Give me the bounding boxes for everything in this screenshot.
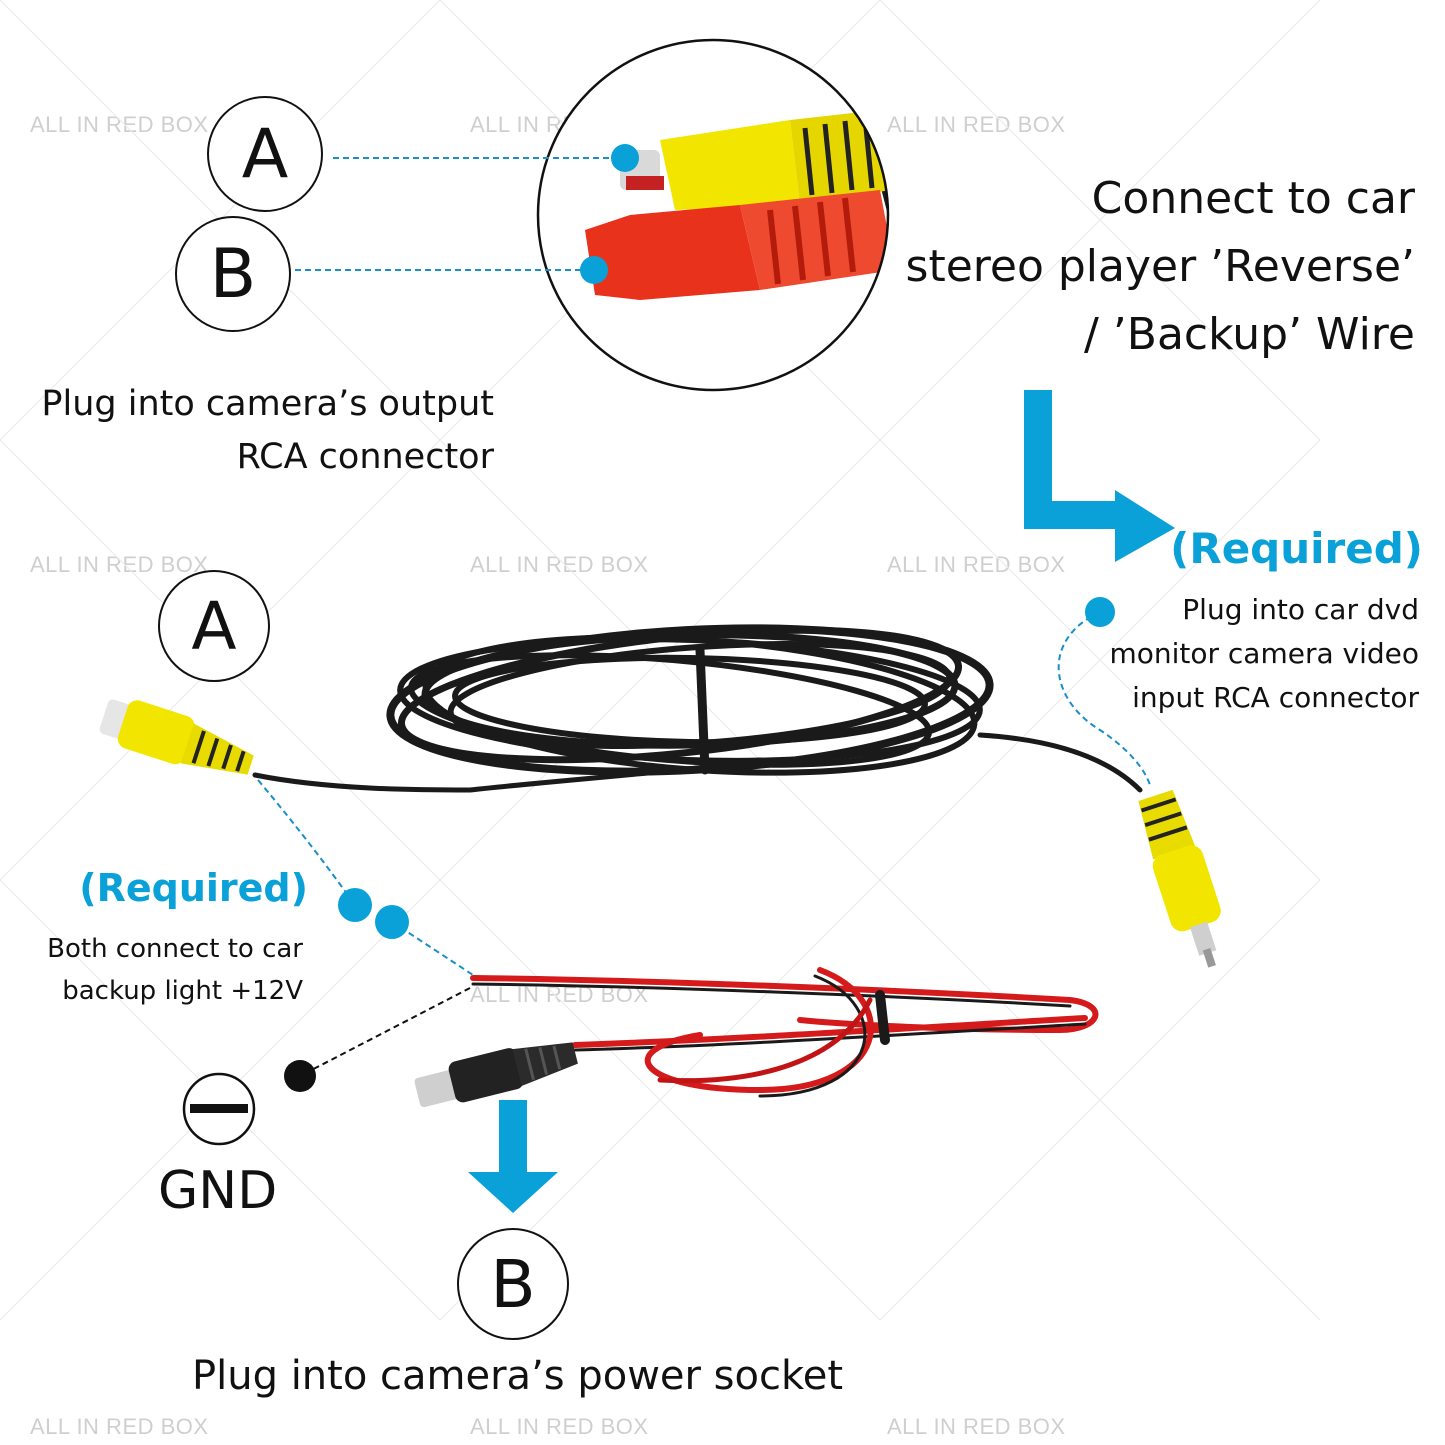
dc-power-plug-icon <box>414 1042 578 1108</box>
watermark: ALL IN RED BOX <box>887 1414 1066 1439</box>
caption-camera-output: Plug into camera’s output RCA connector <box>41 378 494 484</box>
connector-closeup <box>536 38 890 392</box>
caption-line: input RCA connector <box>1132 681 1419 714</box>
watermark: ALL IN RED BOX <box>30 112 209 137</box>
required-label-left: (Required) <box>79 866 308 910</box>
rca-connector-icon <box>99 699 254 775</box>
minus-circle-icon <box>182 1072 256 1146</box>
caption-line: backup light +12V <box>62 976 303 1006</box>
required-label-right: (Required) <box>1170 524 1423 573</box>
arrow-right-bend-icon <box>1024 390 1175 562</box>
caption-line: / ’Backup’ Wire <box>1083 309 1415 360</box>
caption-reverse-wire: Connect to car stereo player ’Reverse’ /… <box>906 165 1415 369</box>
caption-line: Connect to car <box>1091 173 1415 224</box>
badge-a-cable: A <box>158 570 270 682</box>
rca-connector-icon <box>1138 789 1221 968</box>
caption-backup-light: Both connect to car backup light +12V <box>47 928 303 1012</box>
caption-line: Plug into camera’s output <box>41 384 494 424</box>
caption-line: Both connect to car <box>47 934 303 964</box>
rca-connector-icon <box>620 110 888 210</box>
caption-line: RCA connector <box>236 437 494 477</box>
gnd-label: GND <box>158 1161 278 1221</box>
badge-b: B <box>175 216 291 332</box>
power-wire <box>470 967 1099 1098</box>
caption-line: Plug into car dvd <box>1182 593 1419 626</box>
video-cable <box>252 624 1143 793</box>
caption-power-socket: Plug into camera’s power socket <box>192 1353 844 1399</box>
arrow-down-icon <box>468 1100 558 1213</box>
badge-a: A <box>207 96 323 212</box>
watermark: ALL IN RED BOX <box>470 1414 649 1439</box>
watermark: ALL IN RED BOX <box>887 552 1066 577</box>
caption-monitor-input: Plug into car dvd monitor camera video i… <box>1109 588 1419 720</box>
watermark: ALL IN RED BOX <box>470 552 649 577</box>
badge-b-power: B <box>457 1228 569 1340</box>
watermark: ALL IN RED BOX <box>887 112 1066 137</box>
caption-line: stereo player ’Reverse’ <box>905 241 1415 292</box>
caption-line: monitor camera video <box>1109 637 1419 670</box>
watermark: ALL IN RED BOX <box>30 552 209 577</box>
watermark: ALL IN RED BOX <box>30 1414 209 1439</box>
